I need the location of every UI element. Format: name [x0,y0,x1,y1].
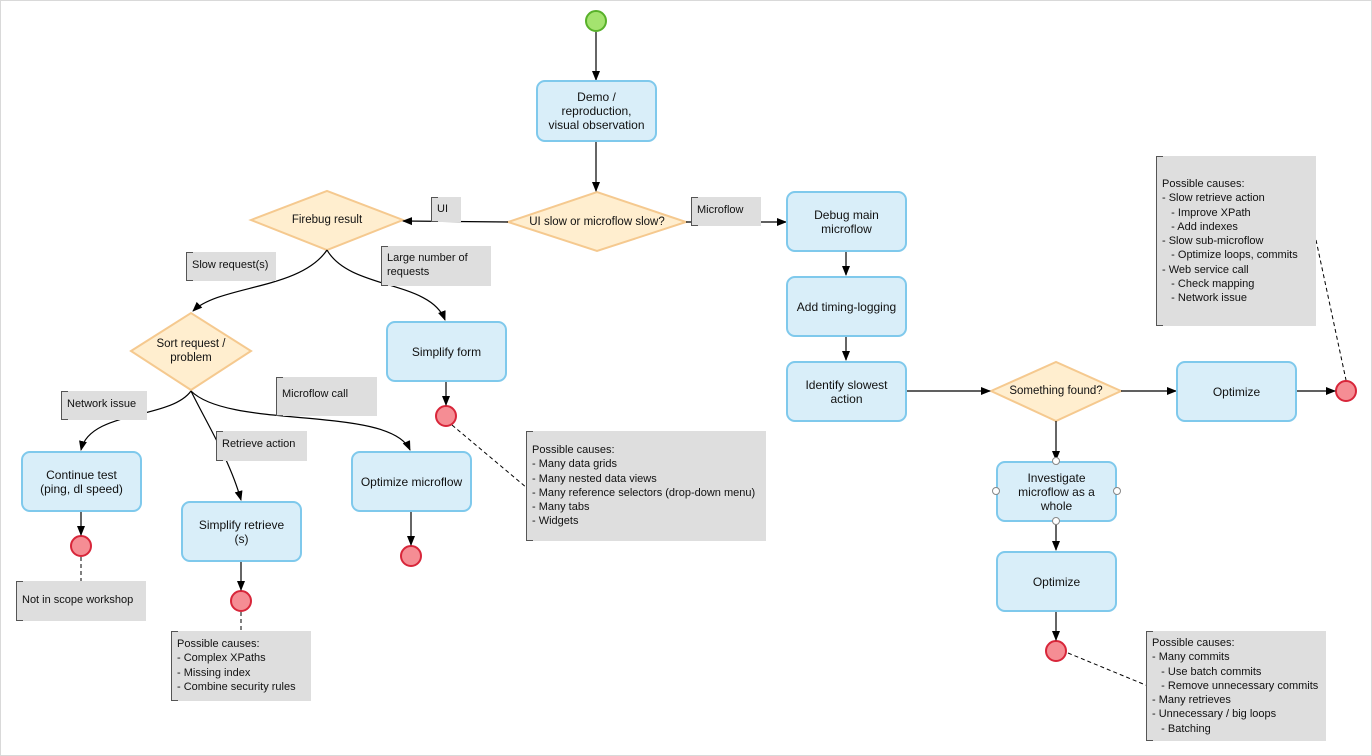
activity-label: Continue test (ping, dl speed) [40,467,123,496]
edge-label-text: Slow request(s) [192,259,269,271]
activity-demo[interactable]: Demo / reproduction, visual observation [536,80,657,142]
activity-simplify-retrieve[interactable]: Simplify retrieve (s) [181,501,302,562]
decision-label: Something found? [1009,385,1103,397]
annotation-action-causes[interactable]: Possible causes: - Slow retrieve action … [1156,156,1316,326]
edge-label-slow-requests[interactable]: Slow request(s) [186,252,276,281]
activity-label: Identify slowest action [805,377,888,406]
edge-label-text: Large number of requests [387,252,468,279]
activity-optimize-right[interactable]: Optimize [1176,361,1297,422]
activity-label: Simplify retrieve (s) [198,517,285,546]
start-event-icon [585,10,607,32]
activity-debug-main[interactable]: Debug main microflow [786,191,907,252]
end-event-icon [435,405,457,427]
edge-label-ui[interactable]: UI [431,197,461,222]
edge-label-text: Retrieve action [222,438,296,450]
annotation-retrieve-causes[interactable]: Possible causes: - Complex XPaths - Miss… [171,631,311,701]
annotation-whole-causes[interactable]: Possible causes: - Many commits - Use ba… [1146,631,1326,741]
activity-simplify-form[interactable]: Simplify form [386,321,507,382]
activity-label: Optimize [1032,574,1081,589]
activity-identify-slowest[interactable]: Identify slowest action [786,361,907,422]
decision-label: Sort request / problem [156,338,226,364]
flow-microflow-call [190,390,411,451]
edge-label-text: Network issue [67,398,137,410]
edge-label-microflow[interactable]: Microflow [691,197,761,226]
activity-label: Add timing-logging [796,299,897,314]
edge-label-retrieve-action[interactable]: Retrieve action [216,431,307,461]
decision-something-found[interactable]: Something found? [991,376,1121,406]
activity-investigate[interactable]: Investigate microflow as a whole [996,461,1117,522]
activity-label: Optimize [1212,384,1261,399]
flow-slow-requests [192,249,328,312]
activity-add-timing[interactable]: Add timing-logging [786,276,907,337]
end-event-icon [400,545,422,567]
annotation-text: Possible causes: - Many data grids - Man… [532,444,756,528]
decision-label: Firebug result [291,214,363,226]
edge-label-large-number[interactable]: Large number of requests [381,246,491,286]
connection-handle-right[interactable] [1113,487,1121,495]
activity-label: Debug main microflow [814,207,879,236]
annotation-text: Possible causes: - Many commits - Use ba… [1152,637,1319,735]
connection-handle-bottom[interactable] [1052,517,1060,525]
annotation-text: Possible causes: - Slow retrieve action … [1162,178,1298,305]
activity-label: Optimize microflow [360,474,463,489]
annotation-ui-causes[interactable]: Possible causes: - Many data grids - Man… [526,431,766,541]
edge-label-text: Microflow [697,204,744,216]
connection-handle-top[interactable] [1052,457,1060,465]
activity-optimize-microflow[interactable]: Optimize microflow [351,451,472,512]
activity-continue-test[interactable]: Continue test (ping, dl speed) [21,451,142,512]
edge-label-microflow-call[interactable]: Microflow call [276,377,377,416]
annotation-not-in-scope[interactable]: Not in scope workshop [16,581,146,621]
end-event-icon [1335,380,1357,402]
activity-label: Simplify form [411,344,482,359]
end-event-icon [1045,640,1067,662]
edge-label-network-issue[interactable]: Network issue [61,391,147,420]
annotation-connectors [80,239,1347,687]
decision-label: UI slow or microflow slow? [529,216,665,228]
annotation-text: Possible causes: - Complex XPaths - Miss… [177,638,296,693]
activity-label: Demo / reproduction, visual observation [548,90,645,132]
decision-ui-or-microflow[interactable]: UI slow or microflow slow? [508,207,686,237]
activity-optimize-bottom[interactable]: Optimize [996,551,1117,612]
activity-label: Investigate microflow as a whole [1018,470,1095,513]
edge-label-text: Microflow call [282,388,349,400]
decision-sort-request[interactable]: Sort request / problem [131,336,251,366]
decision-firebug[interactable]: Firebug result [251,205,403,235]
end-event-icon [230,590,252,612]
end-event-icon [70,535,92,557]
annotation-text: Not in scope workshop [22,594,134,606]
edge-label-text: UI [437,203,448,215]
connection-handle-left[interactable] [992,487,1000,495]
decision-sort-request-shape [129,311,253,392]
